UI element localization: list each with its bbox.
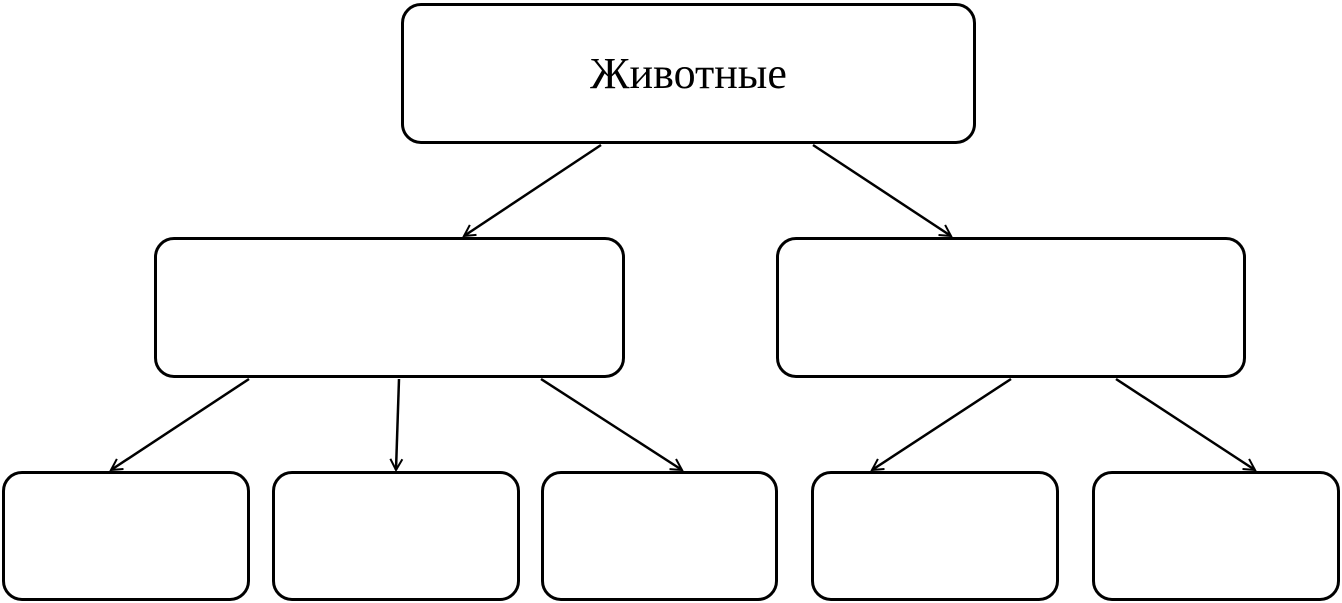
level2-node-2 bbox=[272, 471, 520, 601]
arrow-right-to-child-4 bbox=[872, 377, 1012, 470]
arrow-left-to-child-3 bbox=[540, 377, 682, 470]
level2-node-1 bbox=[2, 471, 250, 601]
root-node-label: Животные bbox=[590, 48, 787, 98]
level2-node-4 bbox=[811, 471, 1059, 601]
arrow-root-to-left bbox=[464, 143, 602, 236]
level1-node-right bbox=[776, 237, 1246, 378]
arrow-root-to-right bbox=[812, 143, 951, 236]
level2-node-5 bbox=[1092, 471, 1340, 601]
level2-node-3 bbox=[541, 471, 778, 601]
root-node: Животные bbox=[401, 3, 976, 144]
arrow-left-to-child-2 bbox=[396, 378, 399, 470]
arrow-left-to-child-1 bbox=[111, 377, 250, 470]
level1-node-left bbox=[154, 237, 625, 378]
arrow-right-to-child-5 bbox=[1115, 377, 1255, 470]
